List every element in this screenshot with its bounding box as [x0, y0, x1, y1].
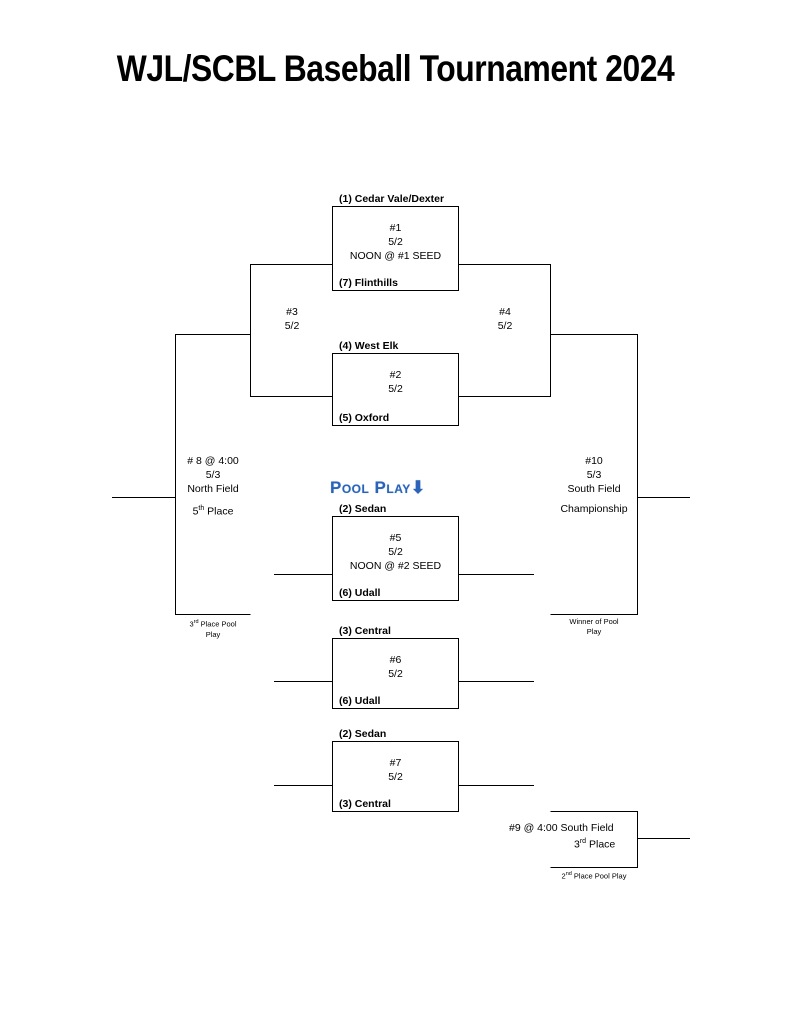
- down-arrow-icon: ⬇: [410, 478, 426, 497]
- game-8-place: 5th Place: [192, 505, 234, 518]
- game-5-bottom-team: (6) Udall: [339, 587, 381, 599]
- game-5-time: NOON @ #2 SEED: [349, 560, 442, 572]
- game-2-number: #2: [389, 369, 402, 381]
- game-2-date: 5/2: [388, 383, 403, 395]
- game-3-bracket: [250, 264, 333, 397]
- pool-play-logo: Pool Play⬇: [330, 478, 426, 497]
- game-1-number: #1: [389, 222, 402, 234]
- game-3-date: 5/2: [284, 320, 300, 332]
- game-2-top-team: (4) West Elk: [339, 340, 399, 352]
- game-1-time: NOON @ #1 SEED: [349, 250, 442, 262]
- page-title: WJL/SCBL Baseball Tournament 2024: [116, 48, 675, 89]
- game-5-top-team: (2) Sedan: [339, 503, 387, 515]
- game-5-date: 5/2: [388, 546, 403, 558]
- game-10-bracket: [550, 334, 638, 615]
- game-2-box: [332, 353, 459, 426]
- game-2-bottom-team: (5) Oxford: [339, 412, 390, 424]
- game-4-number: #4: [499, 306, 511, 318]
- game-7-number: #7: [389, 757, 402, 769]
- game-7-top-team: (2) Sedan: [339, 728, 387, 740]
- game-10-place: Championship: [560, 503, 628, 515]
- game-8-bracket: [175, 334, 251, 615]
- game-3-number: #3: [286, 306, 298, 318]
- game-10-date: 5/3: [586, 469, 602, 481]
- game-1-top-team: (1) Cedar Vale/Dexter: [339, 193, 445, 205]
- game-10-field: South Field: [567, 483, 621, 495]
- game-8-field: North Field: [187, 483, 239, 495]
- game-9-place: 3rd Place: [574, 838, 616, 851]
- game-9-bracket: [550, 811, 638, 868]
- game-6-number: #6: [389, 654, 402, 666]
- game-8-date: 5/3: [205, 469, 221, 481]
- game-1-box: [332, 206, 459, 291]
- game-1-bottom-team: (7) Flinthills: [339, 277, 398, 289]
- game-9-label: #9 @ 4:00 South Field: [509, 822, 614, 834]
- game-8-number: # 8 @ 4:00: [187, 455, 239, 467]
- game-5-number: #5: [389, 532, 402, 544]
- game-6-top-team: (3) Central: [339, 625, 391, 637]
- game-9-note: 2nd Place Pool Play: [561, 871, 627, 881]
- game-7-date: 5/2: [388, 771, 403, 783]
- game-6-date: 5/2: [388, 668, 403, 680]
- game-7-bottom-team: (3) Central: [339, 798, 391, 810]
- game-6-bottom-team: (6) Udall: [339, 695, 381, 707]
- game-1-date: 5/2: [388, 236, 403, 248]
- game-10-number: #10: [585, 455, 603, 467]
- game-4-date: 5/2: [497, 320, 513, 332]
- game-6-box: [332, 638, 459, 709]
- game-5-box: [332, 516, 459, 601]
- game-4-bracket: [458, 264, 551, 397]
- game-7-box: [332, 741, 459, 812]
